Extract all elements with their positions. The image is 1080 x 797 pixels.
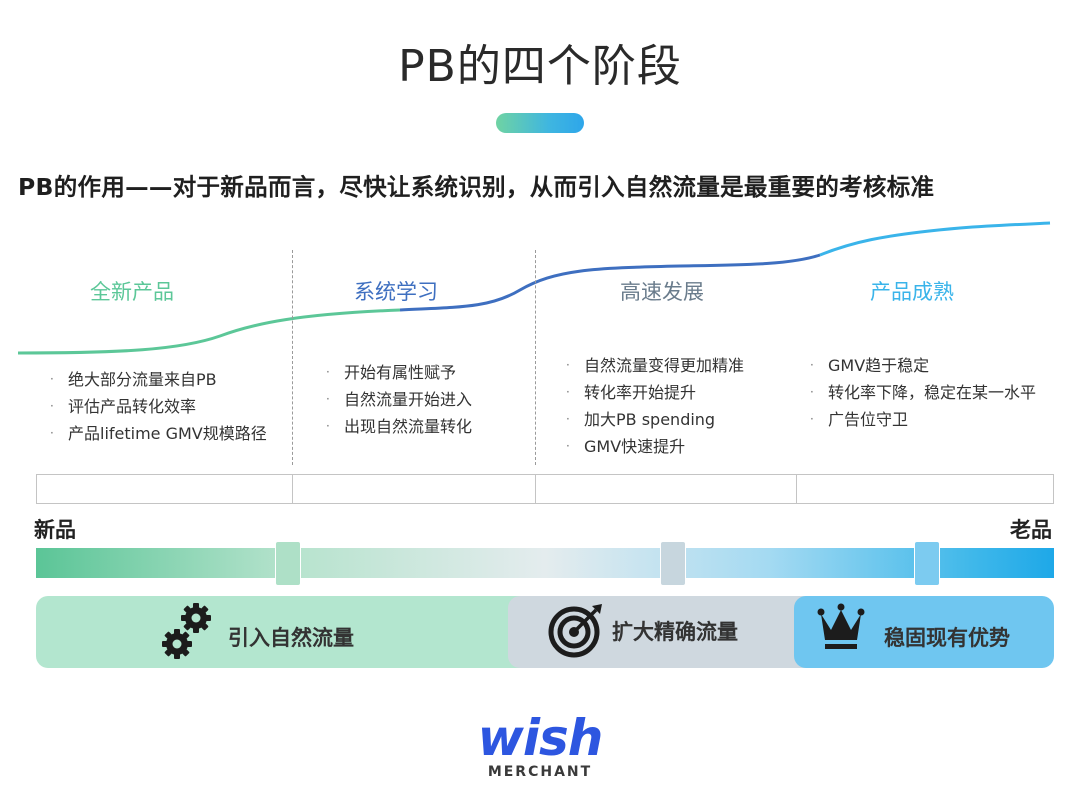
stage-bullets-learning: 开始有属性赋予 自然流量开始进入 出现自然流量转化 [326, 359, 472, 440]
curve-segment-green [17, 308, 401, 355]
target-icon [548, 604, 602, 658]
list-item: 加大PB spending [566, 406, 744, 433]
stage-divider [292, 250, 293, 465]
box-divider [292, 474, 293, 504]
stage-divider [535, 250, 536, 465]
list-item: 广告位守卫 [810, 406, 1036, 433]
start-label: 新品 [34, 518, 76, 542]
crown-icon [817, 603, 865, 649]
list-item: 自然流量开始进入 [326, 386, 472, 413]
stage-marker [914, 541, 940, 586]
logo-wordmark: wish [477, 709, 604, 767]
title-underline-bar [496, 113, 584, 133]
list-item: 绝大部分流量来自PB [50, 366, 267, 393]
curve-segment-lightblue [819, 221, 1051, 257]
list-item: 评估产品转化效率 [50, 393, 267, 420]
panel-label-advantage: 稳固现有优势 [884, 626, 1010, 650]
gears-icon [162, 603, 211, 659]
end-label: 老品 [1010, 518, 1052, 542]
subtitle: PB的作用——对于新品而言，尽快让系统识别，从而引入自然流量是最重要的考核标准 [18, 173, 935, 201]
lifecycle-gradient-bar [36, 548, 1054, 578]
panel-natural-traffic [36, 596, 556, 668]
logo-subtext: MERCHANT [487, 764, 593, 780]
list-item: 开始有属性赋予 [326, 359, 472, 386]
panel-label-natural-traffic: 引入自然流量 [228, 626, 354, 650]
stage-marker [275, 541, 301, 586]
curve-segment-blue [399, 253, 821, 312]
stage-label-learning: 系统学习 [354, 280, 438, 304]
list-item: 出现自然流量转化 [326, 413, 472, 440]
stage-marker [660, 541, 686, 586]
list-item: GMV趋于稳定 [810, 352, 1036, 379]
page-title: PB的四个阶段 [398, 41, 682, 92]
list-item: 转化率开始提升 [566, 379, 744, 406]
list-item: 转化率下降，稳定在某一水平 [810, 379, 1036, 406]
stage-label-mature: 产品成熟 [870, 280, 954, 304]
wish-merchant-logo: wish MERCHANT [470, 712, 610, 780]
box-divider [535, 474, 536, 504]
stage-label-box [36, 474, 1054, 504]
list-item: GMV快速提升 [566, 433, 744, 460]
stage-bullets-new: 绝大部分流量来自PB 评估产品转化效率 产品lifetime GMV规模路径 [50, 366, 267, 447]
stage-bullets-growth: 自然流量变得更加精准 转化率开始提升 加大PB spending GMV快速提升 [566, 352, 744, 460]
list-item: 自然流量变得更加精准 [566, 352, 744, 379]
stage-label-new: 全新产品 [90, 280, 174, 304]
stage-bullets-mature: GMV趋于稳定 转化率下降，稳定在某一水平 广告位守卫 [810, 352, 1036, 433]
stage-label-growth: 高速发展 [620, 280, 704, 304]
list-item: 产品lifetime GMV规模路径 [50, 420, 267, 447]
box-divider [796, 474, 797, 504]
growth-curve [17, 221, 1051, 355]
panel-label-precise-traffic: 扩大精确流量 [612, 620, 738, 644]
